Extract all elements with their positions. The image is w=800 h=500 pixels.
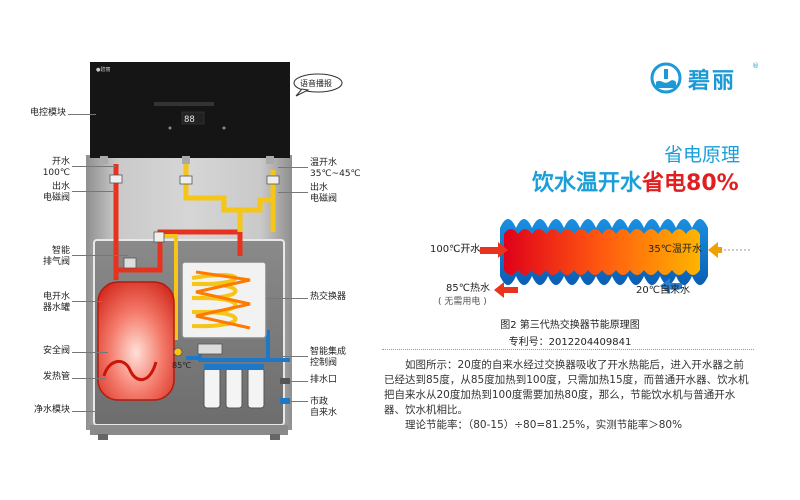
description-block: 如图所示：20度的自来水经过交换器吸收了开水热能后，进入开水器之前已经达到85度… (384, 358, 754, 433)
voice-bubble (293, 73, 343, 97)
caption-patent: 专利号：2012204409841 (508, 337, 632, 348)
label-boil-out: 开水 100℃ (42, 157, 70, 178)
panel-logo-icon: ●碧丽 (96, 66, 110, 73)
hx-hot-in: 100℃开水 (430, 244, 481, 255)
hx-no-power: ( 无需用电 ) (438, 297, 487, 307)
warm-pipe (183, 164, 276, 232)
label-tank: 电开水 器水罐 (42, 292, 70, 313)
hot-pipe (113, 164, 130, 280)
exchanger-diagram (450, 219, 750, 298)
hot-water-tank (97, 281, 175, 401)
control-valve (197, 343, 223, 355)
description-formula: 理论节能率：（80-15）÷80=81.25%，实测节能率＞80% (405, 419, 683, 431)
control-panel (90, 62, 290, 158)
label-safety-valve: 安全阀 (42, 346, 70, 356)
hx-hot-out: 85℃热水 (446, 283, 490, 294)
panel-display (181, 111, 205, 125)
label-control-valve: 智能集成 控制阀 (310, 347, 347, 368)
diagram-caption: 图2 第三代热交换器节能原理图 专利号：2012204409841 (460, 316, 680, 348)
cold-pipe (186, 330, 290, 362)
label-drain: 排水口 (310, 375, 338, 385)
arrow-cold-in-icon (660, 278, 682, 294)
label-warm-valve: 出水 电磁阀 (310, 183, 338, 204)
label-filter: 净水模块 (33, 405, 70, 415)
label-control-module: 电控模块 (29, 108, 66, 118)
brand-name: 碧丽 (688, 69, 737, 94)
label-temp-85: 85℃ (172, 361, 192, 370)
brand-reg-mark: ® (752, 62, 759, 70)
heating-tube (102, 360, 158, 381)
description-paragraph: 如图所示：20度的自来水经过交换器吸收了开水热能后，进入开水器之前已经达到85度… (384, 359, 749, 416)
label-boil-valve: 出水 电磁阀 (42, 182, 70, 203)
label-warm-out: 温开水 35℃~45℃ (310, 158, 361, 179)
caption-title: 图2 第三代热交换器节能原理图 (500, 320, 640, 331)
svg-text:88: 88 (184, 115, 195, 125)
water-drop-logo-icon (650, 62, 682, 94)
label-vent-valve: 智能 排气阀 (42, 246, 70, 267)
caption-divider (382, 349, 754, 350)
voice-bubble-label: 语音播报 (300, 79, 332, 88)
hx-warm-out: 35℃温开水 (648, 244, 702, 255)
headline-highlight: 省电80% (642, 171, 739, 196)
headline-line1: 省电原理 (664, 144, 741, 166)
headline-line2: 饮水温开水省电80% (532, 165, 739, 197)
label-tap-water: 市政 自来水 (310, 397, 338, 418)
hx-cold-in: 20℃自来水 (636, 285, 690, 296)
machine-illustration: ●碧丽 88 (86, 62, 343, 440)
filter-module (203, 364, 265, 409)
label-heater: 发热管 (42, 372, 70, 382)
arrow-hot-in-icon (480, 242, 508, 258)
arrow-hot-out-icon (494, 282, 518, 298)
hot-tube (504, 229, 700, 275)
brand-logo: 碧丽 ® (650, 60, 770, 96)
label-exchanger: 热交换器 (310, 292, 347, 302)
headline-prefix: 饮水温开水 (532, 171, 643, 196)
arrow-warm-out-icon (708, 242, 722, 258)
